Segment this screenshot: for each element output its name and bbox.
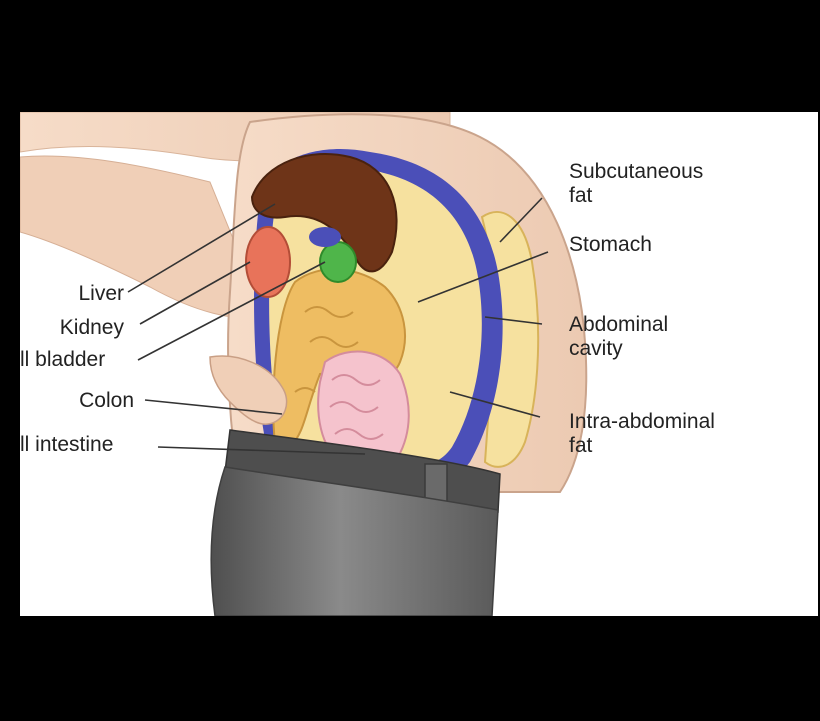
letterbox-bottom [0,616,820,721]
label-abdominal-cavity-line2: cavity [569,337,668,361]
label-subcutaneous-fat-line1: Subcutaneous [569,160,703,184]
letterbox-left [0,0,20,721]
label-liver: Liver [20,282,124,306]
label-kidney: Kidney [20,316,124,340]
label-colon: Colon [20,389,134,413]
label-abdominal-cavity: Abdominal cavity [569,313,668,361]
gall-bladder-shape [320,242,356,282]
label-gall-bladder: ll bladder [20,348,105,372]
label-subcutaneous-fat-line2: fat [569,184,703,208]
label-subcutaneous-fat: Subcutaneous fat [569,160,703,208]
label-intra-abdominal-fat-line2: fat [569,434,715,458]
label-stomach: Stomach [569,233,652,257]
label-abdominal-cavity-line1: Abdominal [569,313,668,337]
kidney-shape [246,227,290,297]
label-small-intestine: ll intestine [20,433,113,457]
letterbox-top [0,0,820,112]
label-intra-abdominal-fat: Intra-abdominal fat [569,410,715,458]
gall-bladder-highlight [309,227,341,247]
label-intra-abdominal-fat-line1: Intra-abdominal [569,410,715,434]
